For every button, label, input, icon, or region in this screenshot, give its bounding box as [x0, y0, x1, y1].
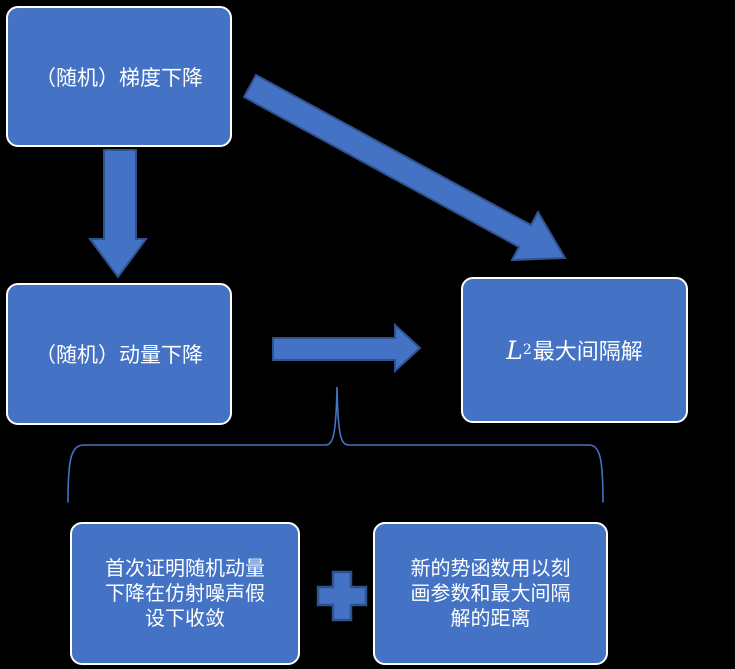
node-max-margin-label: 最大间隔解 — [532, 340, 643, 365]
node-gradient-descent: （随机）梯度下降 — [6, 6, 232, 147]
node-momentum-descent-label: （随机）动量下降 — [35, 343, 203, 367]
contribution-convergence-line: 首次证明随机动量 — [105, 556, 265, 580]
arrow-right-icon — [272, 322, 422, 374]
node-momentum-descent: （随机）动量下降 — [6, 283, 232, 425]
node-contribution-convergence: 首次证明随机动量 下降在仿射噪声假 设下收敛 — [70, 522, 300, 665]
plus-icon — [316, 570, 368, 622]
contribution-potential-line: 画参数和最大间隔 — [410, 581, 571, 605]
math-symbol-L: L — [506, 335, 523, 365]
contribution-potential-line: 解的距离 — [450, 606, 531, 630]
arrow-diagonal-icon — [242, 73, 567, 262]
math-superscript-2: 2 — [522, 342, 532, 358]
arrow-down-icon — [88, 149, 148, 279]
node-contribution-potential: 新的势函数用以刻 画参数和最大间隔 解的距离 — [373, 522, 608, 665]
node-gradient-descent-label: （随机）梯度下降 — [35, 65, 203, 90]
contribution-convergence-line: 下降在仿射噪声假 — [105, 581, 265, 605]
contribution-convergence-line: 设下收敛 — [145, 606, 225, 630]
curly-brace-icon — [67, 386, 604, 503]
contribution-potential-line: 新的势函数用以刻 — [410, 556, 571, 580]
